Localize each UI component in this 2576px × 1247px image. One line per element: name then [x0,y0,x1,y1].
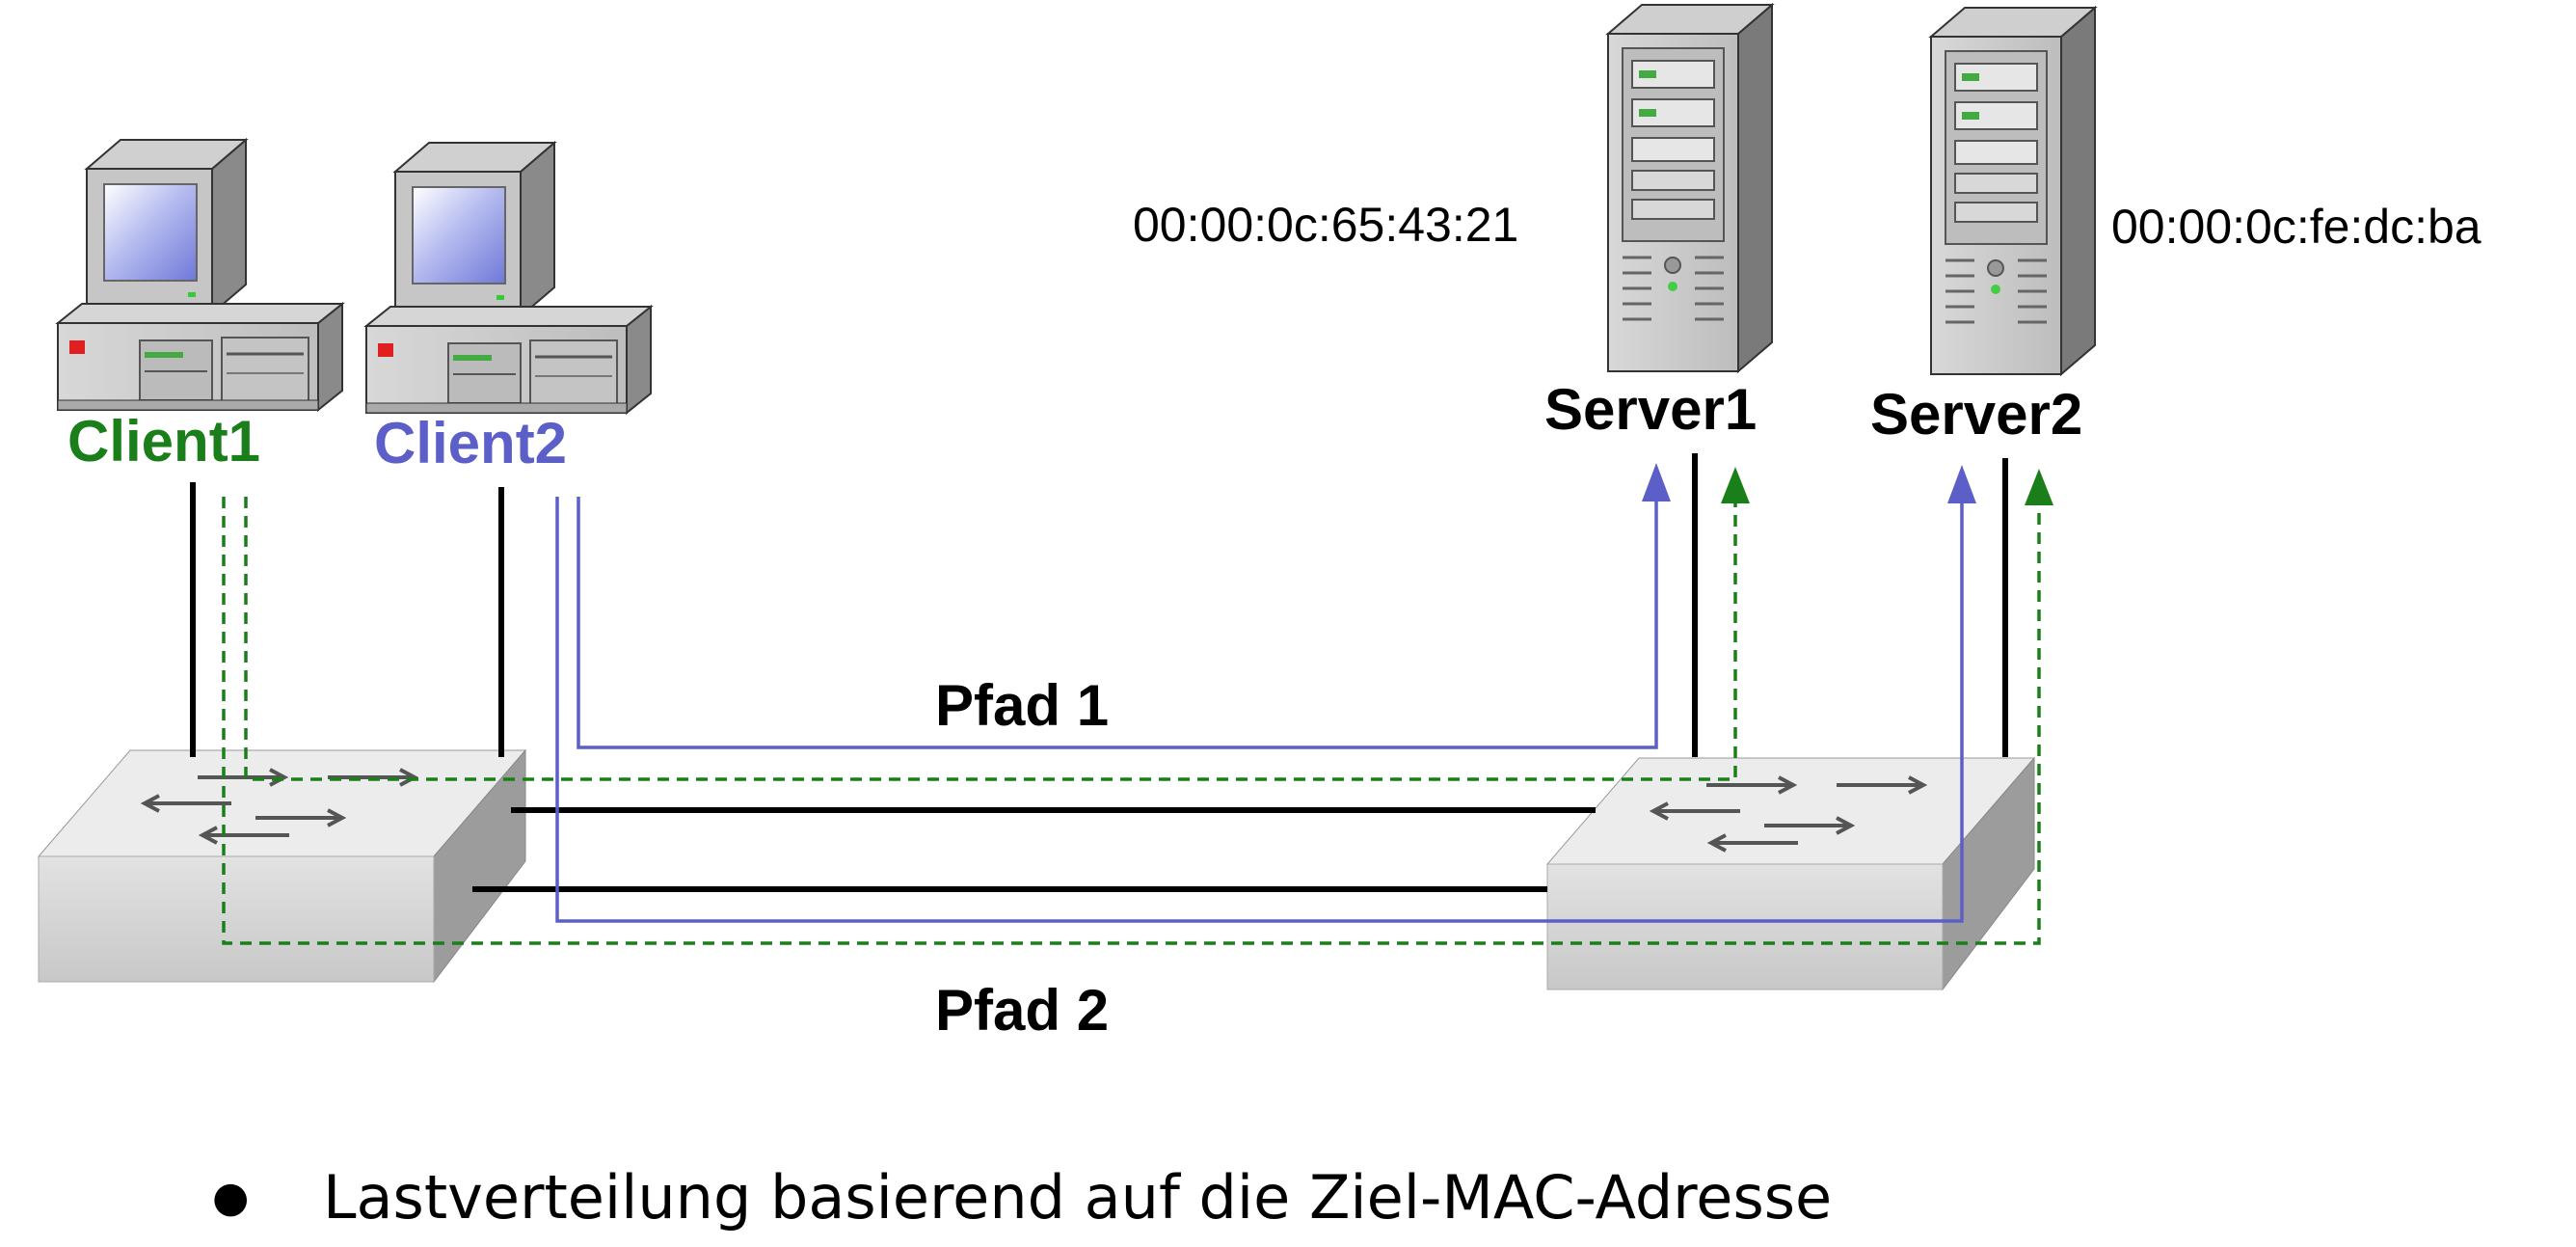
bullet-text: Lastverteilung basierend auf die Ziel-MA… [323,1162,1833,1233]
left-switch-icon [37,748,527,984]
client1-flows [222,487,2041,945]
bullet-item: ● Lastverteilung basierend auf die Ziel-… [212,1162,1832,1233]
server1-tower-icon [1606,3,1774,373]
server2-label: Server2 [1870,382,2082,447]
client1-computer-icon [56,138,344,412]
path1-label: Pfad 1 [935,673,1109,738]
client2-flow-path2 [555,487,1964,923]
path2-label: Pfad 2 [935,978,1109,1043]
client2-flows [555,487,1964,923]
arrowhead-server1-green [1721,467,1750,503]
server1-label: Server1 [1544,377,1757,442]
server2-mac-address: 00:00:0c:fe:dc:ba [2111,200,2482,254]
arrowhead-server1-blue [1642,463,1671,502]
client1-flow-path2 [222,487,2041,945]
physical-links [190,453,2008,892]
bullet-point-icon: ● [212,1173,250,1222]
arrowhead-server2-blue [1947,465,1976,503]
client2-label: Client2 [374,411,567,475]
client1-label: Client1 [67,409,260,474]
server1-mac-address: 00:00:0c:65:43:21 [1133,198,1518,252]
client2-flow-path1 [577,487,1658,749]
arrowhead-server2-green [2025,469,2053,505]
client2-computer-icon [364,141,653,415]
client1-flow-path1 [244,487,1737,781]
server2-tower-icon [1929,6,2097,376]
